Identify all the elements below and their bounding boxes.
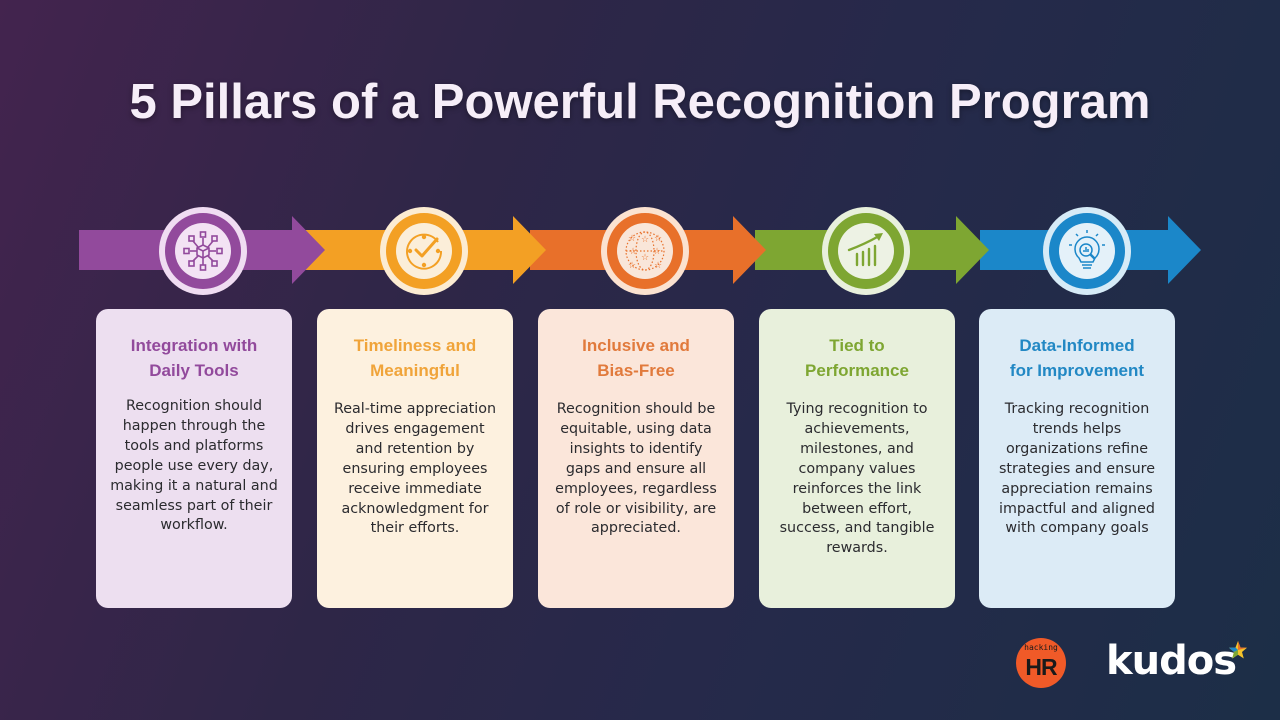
pillar-heading-line1: Inclusive and <box>582 336 690 355</box>
pillar-icon-badge-integration <box>159 207 247 295</box>
pillar-card-data: Data-Informed for Improvement Tracking r… <box>979 309 1175 608</box>
svg-text:☆: ☆ <box>654 234 662 244</box>
hacking-hr-logo: hacking HR <box>1016 638 1066 688</box>
pillar-heading-line2: Daily Tools <box>149 361 239 380</box>
pillar-icon-badge-data <box>1043 207 1131 295</box>
pillar-heading-line2: Bias-Free <box>597 361 675 380</box>
pillar-card-inclusive: Inclusive and Bias-Free Recognition shou… <box>538 309 734 608</box>
svg-text:☆: ☆ <box>654 261 662 271</box>
pillar-heading: Tied to Performance <box>771 333 943 383</box>
pillar-heading-line1: Tied to <box>829 336 885 355</box>
growth-chart-icon <box>847 233 883 267</box>
pillar-heading-line2: Meaningful <box>370 361 460 380</box>
network-cubes-icon <box>183 231 223 271</box>
pillar-icon-badge-inclusive: ☆ ☆ ☆ ☆ ☆ ☆ ☆ ☆ <box>601 207 689 295</box>
lightbulb-analytics-icon <box>1069 230 1105 269</box>
pillar-heading: Timeliness and Meaningful <box>329 333 501 383</box>
svg-text:☆: ☆ <box>641 235 649 245</box>
svg-text:☆: ☆ <box>628 234 636 244</box>
star-network-icon: ☆ ☆ ☆ ☆ ☆ ☆ ☆ ☆ <box>625 231 665 271</box>
pillar-heading: Inclusive and Bias-Free <box>550 333 722 383</box>
svg-text:☆: ☆ <box>629 247 637 257</box>
pillar-heading-line1: Timeliness and <box>353 336 477 355</box>
pillar-heading-line1: Data-Informed <box>1019 336 1135 355</box>
pillar-heading: Data-Informed for Improvement <box>991 333 1163 383</box>
svg-text:☆: ☆ <box>641 253 649 263</box>
page-title: 5 Pillars of a Powerful Recognition Prog… <box>129 75 1151 129</box>
pillar-description: Recognition should be equitable, using d… <box>555 401 717 537</box>
pillar-description: Recognition should happen through the to… <box>110 398 278 534</box>
svg-text:☆: ☆ <box>653 247 661 257</box>
pillar-heading: Integration with Daily Tools <box>108 333 280 383</box>
pillar-icon-badge-performance <box>822 207 910 295</box>
pillar-description: Tying recognition to achievements, miles… <box>779 401 935 557</box>
pillar-heading-line1: Integration with <box>130 336 258 355</box>
pillar-arrow-band: ☆ ☆ ☆ ☆ ☆ ☆ ☆ ☆ <box>0 205 1280 295</box>
hacking-hr-logo-small-text: hacking <box>1024 643 1058 652</box>
kudos-logo: kudos <box>1106 638 1237 684</box>
brand-logos: hacking HR kudos <box>1014 636 1254 688</box>
pillar-card-performance: Tied to Performance Tying recognition to… <box>759 309 955 608</box>
pillar-heading-line2: for Improvement <box>1009 361 1145 380</box>
pillar-description: Real-time appreciation drives engagement… <box>333 401 497 537</box>
kudos-star-icon <box>1229 641 1247 659</box>
pillar-description: Tracking recognition trends helps organi… <box>998 401 1156 537</box>
pillar-card-timeliness: Timeliness and Meaningful Real-time appr… <box>317 309 513 608</box>
pillar-card-integration: Integration with Daily Tools Recognition… <box>96 309 292 608</box>
pillar-cards: Integration with Daily Tools Recognition… <box>0 309 1280 609</box>
pillar-icon-badge-timeliness <box>380 207 468 295</box>
clock-check-icon <box>406 233 443 270</box>
svg-text:☆: ☆ <box>628 261 636 271</box>
pillar-heading-line2: Performance <box>805 361 909 380</box>
hacking-hr-logo-big-text: HR <box>1025 654 1057 680</box>
